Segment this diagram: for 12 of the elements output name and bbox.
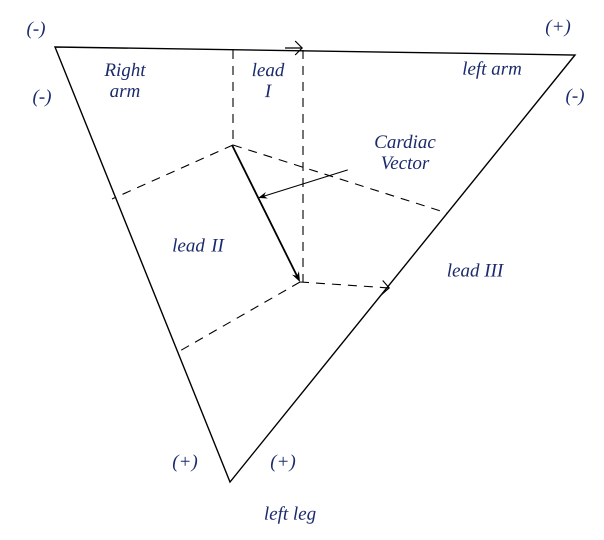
- callout-text: Cardiac Vector: [375, 134, 436, 170]
- polarity-sign: (+): [172, 454, 198, 472]
- polarity-sign: (-): [27, 21, 45, 39]
- limb-label: left leg: [264, 506, 316, 524]
- polarity-sign: (-): [33, 89, 51, 107]
- polarity-sign: (+): [546, 19, 570, 37]
- polarity-sign: (-): [566, 88, 584, 106]
- lead-label: lead I: [252, 62, 284, 98]
- limb-label: Right arm: [104, 62, 146, 98]
- limb-label: left arm: [463, 61, 522, 79]
- polarity-sign: (+): [270, 454, 296, 472]
- lead-label: lead III: [448, 263, 504, 277]
